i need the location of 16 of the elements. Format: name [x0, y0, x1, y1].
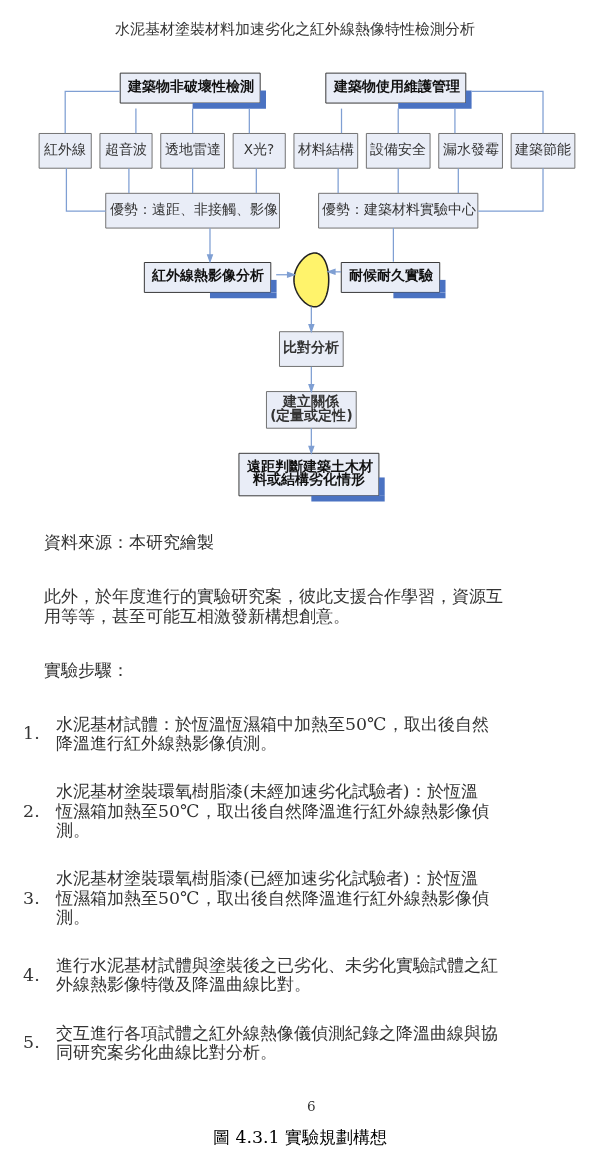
label: 6 [307, 1098, 316, 1115]
label: 3. [23, 887, 40, 908]
label: 實驗步驟： [44, 659, 130, 680]
label: 2. [23, 800, 40, 821]
label: 資料來源：本研究繪製 [44, 532, 215, 553]
label: 進行水泥基材試體與塗裝後之已劣化、未劣化實驗試體之紅外線熱影像特徵及降溫曲線比對。 [56, 955, 499, 995]
label: 水泥基材塗裝材料加速劣化之紅外線熱像特性檢測分析 [114, 19, 475, 38]
label: 水泥基材塗裝環氧樹脂漆(已經加速劣化試驗者)：於恆溫恆濕箱加熱至50℃，取出後自然降溫進行紅外線熱影像偵測。 [56, 868, 489, 927]
label: 5. [23, 1032, 40, 1053]
label: 水泥基材試體：於恆溫恆濕箱中加熱至50℃，取出後自然降溫進行紅外線熱影像偵測。 [56, 713, 489, 754]
label: 交互進行各項試體之紅外線熱像儀偵測紀錄之降溫曲線與協同研究案劣化曲線比對分析。 [56, 1022, 499, 1062]
label: 4. [23, 964, 40, 985]
label: 此外，於年度進行的實驗研究案，彼此支援合作學習，資源互用等等，甚至可能互相激發新構想創意。 [44, 586, 504, 626]
caption: 圖 4.3.1 實驗規劃構想 [212, 1126, 388, 1147]
label: 1. [23, 723, 40, 744]
label: 水泥基材塗裝環氧樹脂漆(未經加速劣化試驗者)：於恆溫恆濕箱加熱至50℃，取出後自然降溫進行紅外線熱影像偵測。 [56, 781, 489, 840]
